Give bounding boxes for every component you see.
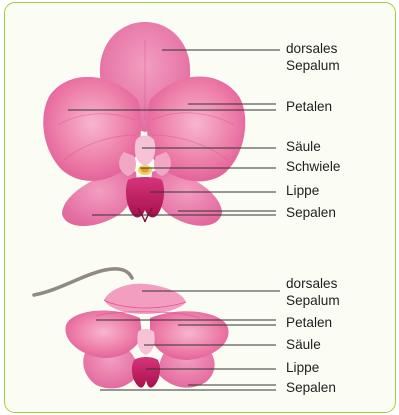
label-dorsal-sepal-line1: dorsales [286, 41, 337, 57]
label-side-sepals: Sepalen [286, 380, 336, 396]
column [135, 136, 156, 167]
lip [126, 177, 164, 217]
orchid-front-view [43, 22, 245, 226]
label-side-lip: Lippe [286, 360, 319, 376]
orchid-side-view [34, 269, 229, 389]
label-side-dorsal-sepal-line2: Sepalum [286, 293, 340, 309]
label-side-petals: Petalen [286, 315, 332, 331]
label-sepals: Sepalen [286, 205, 336, 221]
label-lip: Lippe [286, 183, 319, 199]
label-dorsal-sepal-line2: Sepalum [286, 58, 340, 74]
label-callus: Schwiele [286, 159, 340, 175]
label-side-dorsal-sepal-line1: dorsales [286, 276, 337, 292]
label-column: Säule [286, 139, 321, 155]
label-side-column: Säule [286, 337, 321, 353]
dorsal-sepal-side [104, 284, 186, 314]
label-petals: Petalen [286, 99, 332, 115]
